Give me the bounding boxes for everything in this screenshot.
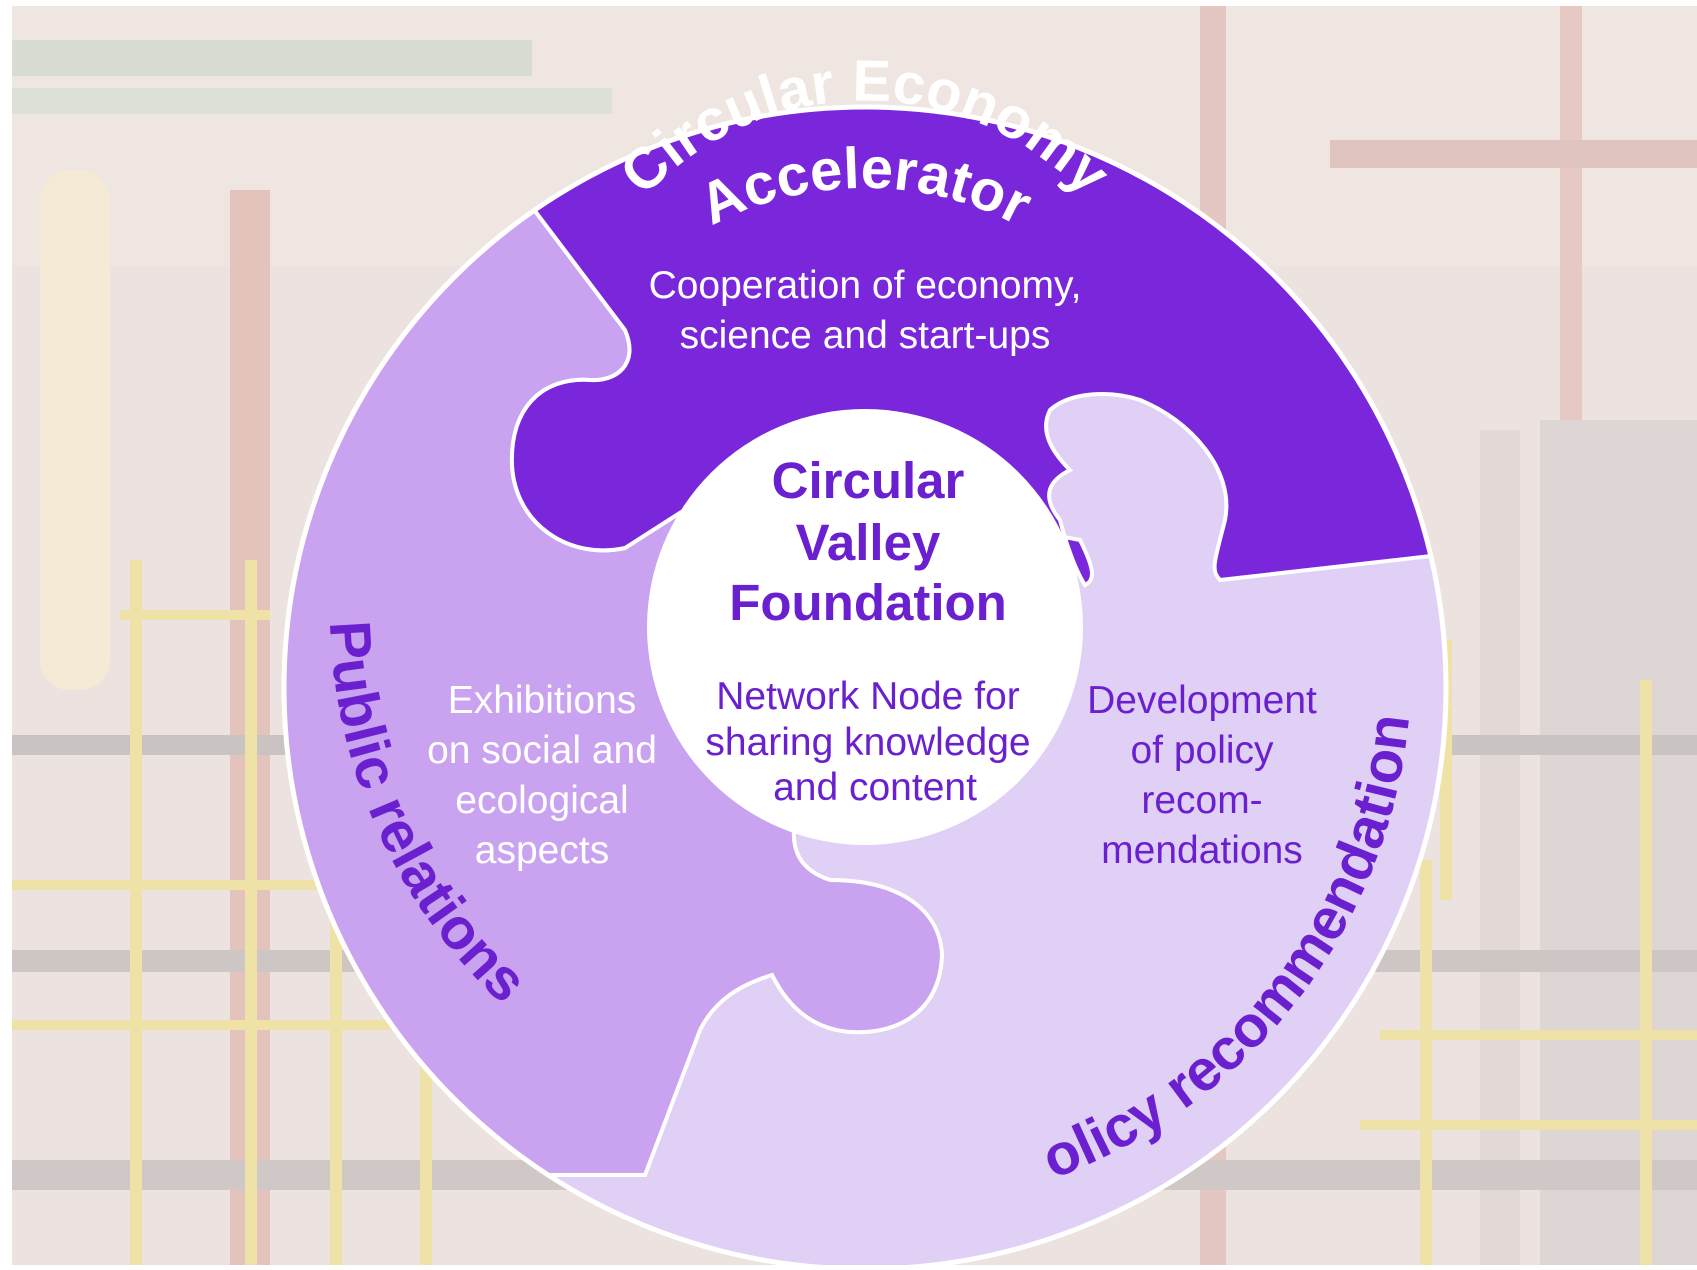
accelerator-desc-line2: science and start-ups bbox=[680, 314, 1051, 357]
policy-desc-line1: Development bbox=[1087, 679, 1317, 722]
public-relations-desc-line4: aspects bbox=[475, 829, 609, 872]
accelerator-desc-line1: Cooperation of economy, bbox=[649, 264, 1082, 307]
policy-desc-line2: of policy bbox=[1130, 729, 1274, 772]
policy-desc-line4: mendations bbox=[1101, 829, 1303, 872]
center-circle[interactable] bbox=[647, 409, 1083, 845]
public-relations-desc-line3: ecological bbox=[455, 779, 628, 822]
center-desc-line1: Network Node for bbox=[716, 675, 1019, 718]
public-relations-desc-line1: Exhibitions bbox=[448, 679, 637, 722]
center-title-line1: Circular bbox=[772, 452, 965, 509]
center-desc-line3: and content bbox=[773, 766, 977, 809]
public-relations-desc-line2: on social and bbox=[427, 729, 657, 772]
center-title-line3: Foundation bbox=[729, 574, 1007, 631]
center-desc-line2: sharing knowledge bbox=[705, 721, 1030, 764]
policy-desc-line3: recom- bbox=[1141, 779, 1262, 822]
center-title-line2: Valley bbox=[796, 514, 941, 571]
